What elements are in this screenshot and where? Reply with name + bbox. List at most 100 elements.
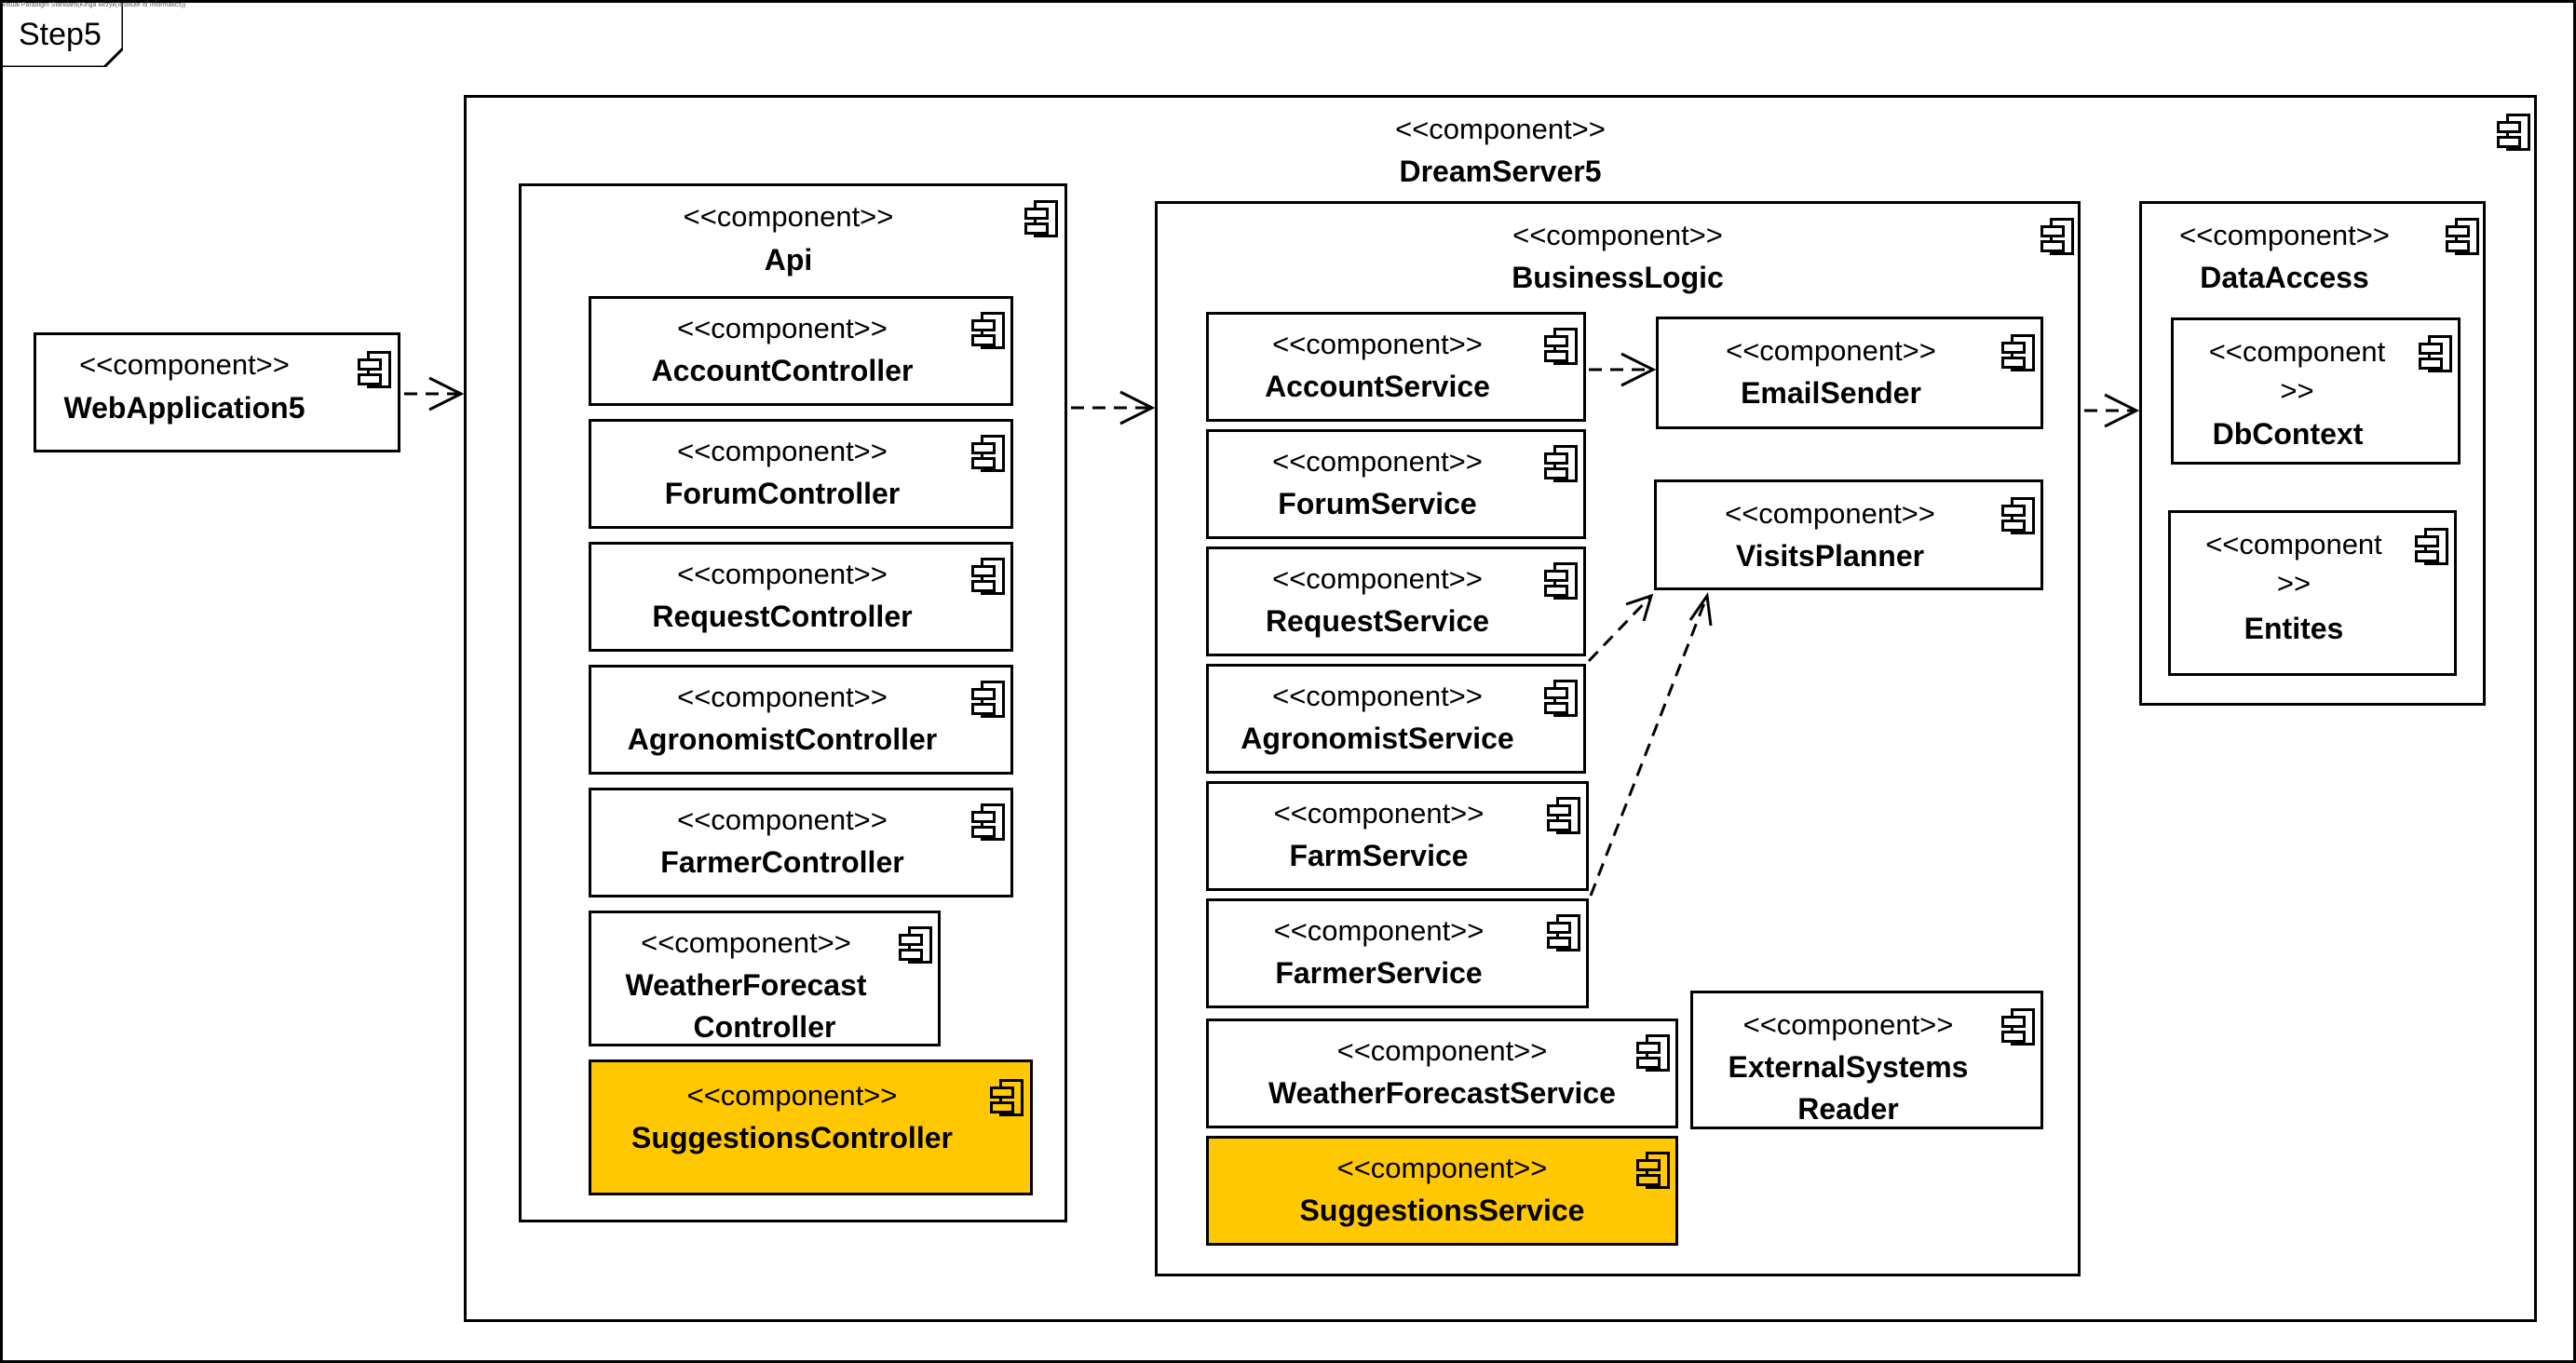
stereotype-label: <<component>> <box>677 312 888 344</box>
stereotype-label: <<component>> <box>1725 497 1935 530</box>
component-forumservice[interactable]: <<component>> ForumService <box>1206 429 1586 539</box>
component-externalsystemsreader[interactable]: <<component>> ExternalSystems Reader <box>1690 991 2043 1129</box>
frame-name-tag <box>0 0 123 67</box>
component-icon <box>2040 218 2074 255</box>
component-name: SuggestionsController <box>631 1121 953 1154</box>
component-farmservice[interactable]: <<component>> FarmService <box>1206 781 1589 891</box>
stereotype-label: <<component>> <box>677 681 888 713</box>
component-name: Api <box>764 243 813 277</box>
component-name: AgronomistService <box>1241 722 1514 755</box>
component-icon <box>2001 497 2035 534</box>
stereotype-label: <<component>> <box>677 435 888 467</box>
component-name: AccountController <box>651 354 914 387</box>
component-icon <box>1547 914 1580 951</box>
stereotype-label: <<component>> <box>677 803 888 836</box>
component-name-line1: WeatherForecast <box>625 968 867 1002</box>
stereotype-label-line2: >> <box>2276 567 2312 600</box>
component-agronomistcontroller[interactable]: <<component>> AgronomistController <box>589 665 1013 775</box>
component-entites[interactable]: <<component >> Entites <box>2168 510 2457 676</box>
component-icon <box>2415 528 2448 565</box>
component-icon <box>971 803 1005 841</box>
component-icon <box>2001 1008 2035 1046</box>
component-icon <box>1636 1152 1670 1189</box>
component-name: VisitsPlanner <box>1735 539 1925 573</box>
component-name: RequestService <box>1265 604 1490 638</box>
stereotype-label: <<component>> <box>1336 1034 1548 1067</box>
component-name: WebApplication5 <box>63 391 305 425</box>
stereotype-label: <<component>> <box>1273 914 1485 947</box>
dependency-api-to-businesslogic <box>1071 390 1156 425</box>
component-icon <box>2001 334 2035 371</box>
component-webapplication5[interactable]: <<component>> WebApplication5 <box>34 332 400 452</box>
component-requestcontroller[interactable]: <<component>> RequestController <box>589 542 1013 652</box>
component-accountcontroller[interactable]: <<component>> AccountController <box>589 296 1013 406</box>
component-icon <box>1024 200 1058 237</box>
component-name: AgronomistController <box>627 722 938 756</box>
stereotype-label: <<component>> <box>1742 1008 1954 1041</box>
dependency-businesslogic-to-dataaccess <box>2084 393 2140 428</box>
component-agronomistservice[interactable]: <<component>> AgronomistService <box>1206 664 1586 774</box>
stereotype-label: <<component>> <box>1336 1152 1548 1184</box>
component-dataaccess[interactable]: <<component>> DataAccess <box>2139 201 2486 706</box>
component-name: RequestController <box>652 600 913 633</box>
component-emailsender[interactable]: <<component>> EmailSender <box>1656 317 2043 429</box>
component-dreamserver5[interactable]: <<component>> DreamServer5 <box>464 95 2537 1322</box>
stereotype-label-line2: >> <box>2280 374 2314 407</box>
component-requestservice[interactable]: <<component>> RequestService <box>1206 547 1586 656</box>
component-weatherforecastservice[interactable]: <<component>> WeatherForecastService <box>1206 1019 1678 1128</box>
component-name: FarmerController <box>660 845 904 879</box>
component-suggestionsservice[interactable]: <<component>> SuggestionsService <box>1206 1136 1678 1246</box>
component-name: AccountService <box>1265 370 1490 403</box>
component-weatherforecastcontroller[interactable]: <<component>> WeatherForecast Controller <box>589 911 941 1046</box>
component-name: SuggestionsService <box>1299 1194 1585 1227</box>
stereotype-label: <<component>> <box>79 348 290 381</box>
component-businesslogic[interactable]: <<component>> BusinessLogic <box>1155 201 2081 1276</box>
stereotype-label: <<component>> <box>683 200 894 233</box>
component-icon <box>1544 562 1578 600</box>
stereotype-label: <<component>> <box>1273 797 1485 830</box>
component-icon <box>2419 335 2452 372</box>
component-api[interactable]: <<component>> Api <box>519 183 1067 1222</box>
component-icon <box>1547 797 1580 834</box>
component-icon <box>1636 1034 1670 1072</box>
component-icon <box>971 681 1005 718</box>
stereotype-label: <<component>> <box>1726 334 1936 367</box>
stereotype-label: <<component>> <box>2179 219 2390 251</box>
component-name: ForumService <box>1278 487 1477 520</box>
component-icon <box>971 312 1005 349</box>
component-icon <box>971 435 1005 472</box>
component-name: DataAccess <box>2200 261 2369 294</box>
component-icon <box>1544 328 1578 365</box>
component-name: Entites <box>2244 612 2344 645</box>
stereotype-label: <<component>> <box>641 926 851 959</box>
component-name: DreamServer5 <box>1399 155 1602 188</box>
component-name: ForumController <box>664 477 901 510</box>
dependency-accountservice-to-emailsender <box>1589 352 1657 387</box>
stereotype-label: <<component>> <box>677 558 888 590</box>
dependency-webapplication5-to-dreamserver5 <box>404 376 465 412</box>
component-name-line2: Controller <box>693 1010 836 1044</box>
component-farmerservice[interactable]: <<component>> FarmerService <box>1206 898 1589 1008</box>
component-name: FarmService <box>1289 839 1469 872</box>
component-icon <box>990 1079 1024 1116</box>
stereotype-label: <<component>> <box>1272 680 1483 712</box>
component-accountservice[interactable]: <<component>> AccountService <box>1206 312 1586 422</box>
component-visitsplanner[interactable]: <<component>> VisitsPlanner <box>1654 479 2043 590</box>
component-icon <box>1544 680 1578 717</box>
component-icon <box>2446 218 2479 255</box>
stereotype-label: <<component>> <box>1272 445 1483 478</box>
component-name: BusinessLogic <box>1512 261 1724 294</box>
component-dbcontext[interactable]: <<component >> DbContext <box>2171 317 2461 465</box>
component-icon <box>2497 114 2530 151</box>
dependency-farmerservice-to-visitsplanner <box>1589 591 1713 897</box>
stereotype-label-line1: <<component <box>2205 528 2382 560</box>
component-icon <box>358 351 391 388</box>
component-name: EmailSender <box>1741 376 1921 410</box>
component-farmercontroller[interactable]: <<component>> FarmerController <box>589 788 1013 897</box>
component-name-line2: Reader <box>1797 1092 1899 1126</box>
component-suggestionscontroller[interactable]: <<component>> SuggestionsController <box>589 1059 1033 1195</box>
component-forumcontroller[interactable]: <<component>> ForumController <box>589 419 1013 529</box>
